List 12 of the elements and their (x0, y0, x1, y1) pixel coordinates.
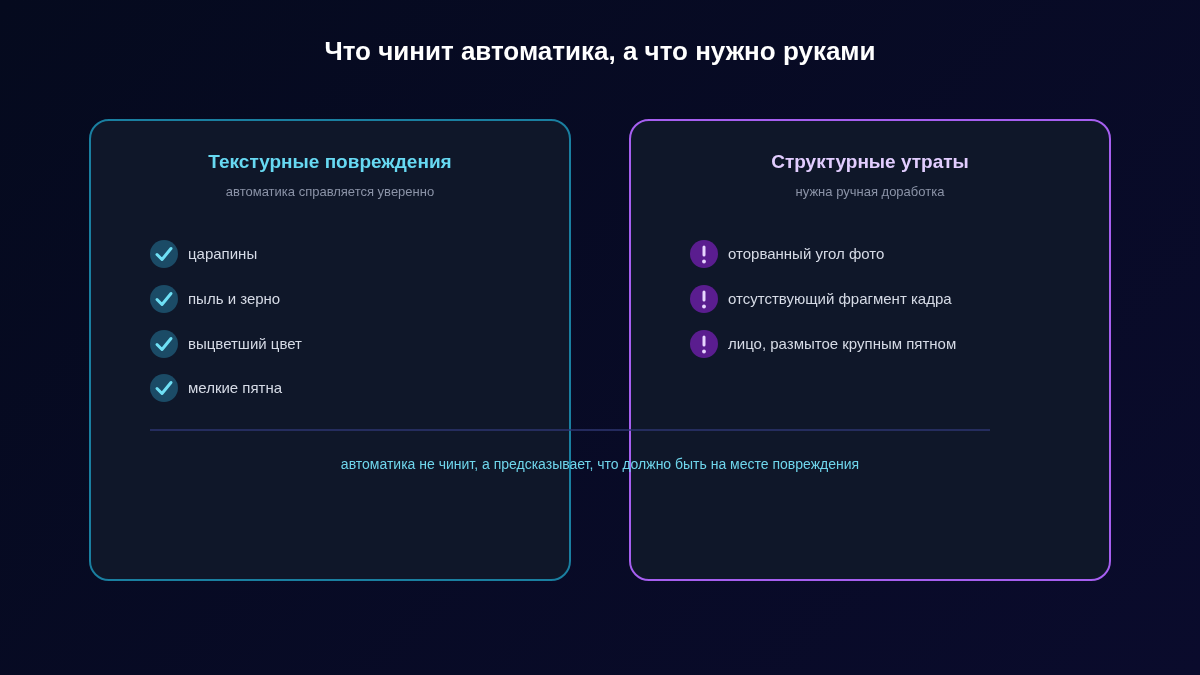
panel-heading: Структурные утраты (770, 151, 970, 173)
item-text: отсутствующий фрагмент кадра (728, 289, 952, 309)
item-text: мелкие пятна (188, 378, 283, 398)
item-text: оторванный угол фото (728, 244, 885, 264)
item-text: царапины (188, 244, 258, 264)
item-text: выцветший цвет (188, 334, 302, 354)
panel-subtitle: автоматика справляется уверенно (224, 184, 436, 199)
panel-subtitle: нужна ручная доработка (794, 184, 946, 199)
title: Что чинит автоматика, а что нужно руками (323, 36, 877, 67)
item-text: пыль и зерно (188, 289, 281, 309)
panel-heading: Текстурные повреждения (207, 151, 453, 173)
item-text: лицо, размытое крупным пятном (728, 334, 957, 354)
